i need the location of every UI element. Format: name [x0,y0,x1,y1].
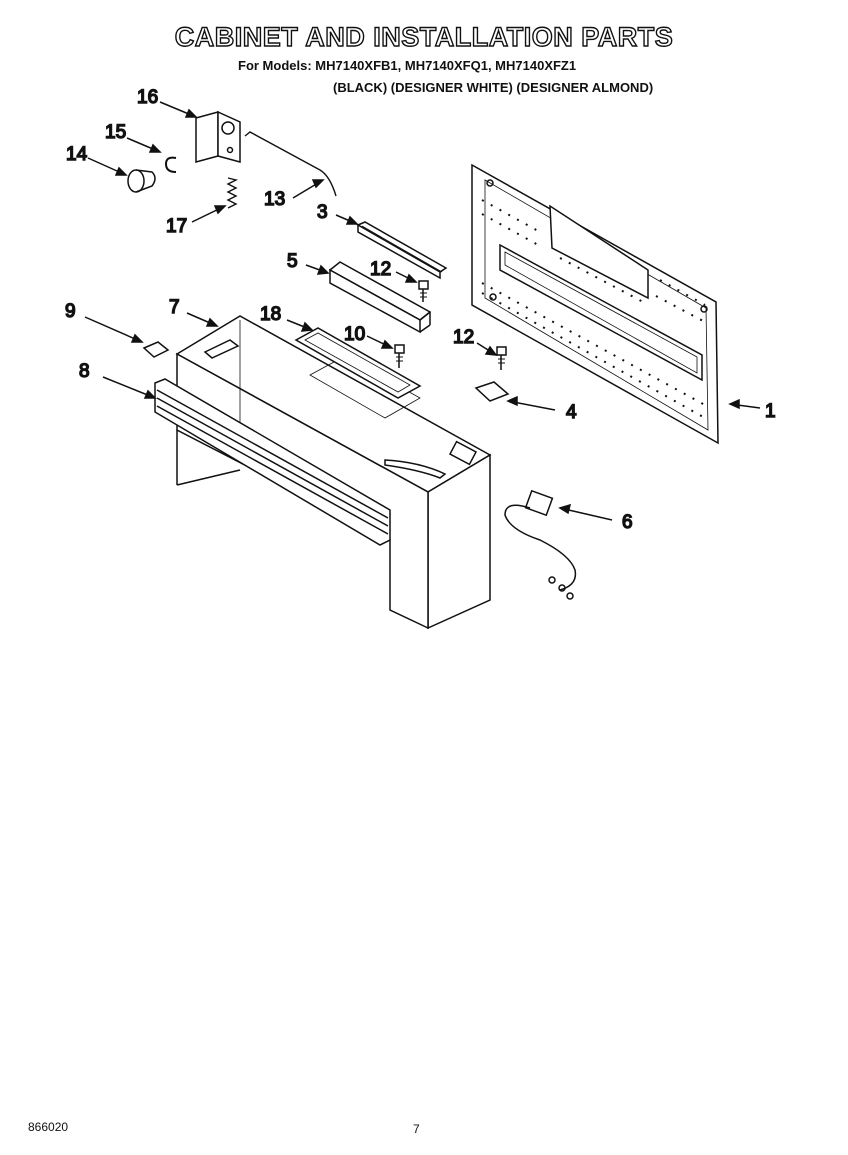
part-spring [226,177,239,209]
callout-17: 17 [166,216,187,237]
callout-1: 1 [765,401,776,422]
part-thermal-cutoff [504,489,577,600]
callout-9: 9 [65,301,76,322]
part-clip [474,381,510,402]
part-small-clip [142,341,170,358]
part-knob [127,169,156,193]
part-clip-ring [164,156,177,173]
page-number: 7 [413,1122,420,1136]
callout-7: 7 [169,297,180,318]
callout-6: 6 [622,512,633,533]
part-grille [154,378,391,546]
callout-12a: 12 [370,259,391,280]
callout-5: 5 [287,251,298,272]
part-screw-lower [496,346,507,370]
callout-13: 13 [264,189,285,210]
callout-16: 16 [137,87,158,108]
callout-3: 3 [317,202,328,223]
models-line: For Models: MH7140XFB1, MH7140XFQ1, MH71… [238,58,577,73]
part-top-cover [294,327,422,399]
doc-number: 866020 [28,1120,69,1134]
part-screw-upper [418,280,429,302]
part-mounting-plate [471,163,719,445]
callout-10: 10 [344,324,365,345]
callout-18: 18 [260,304,281,325]
callout-4: 4 [566,402,577,423]
part-vent-strip [356,221,448,280]
callout-12b: 12 [453,327,474,348]
part-cabinet [175,315,492,630]
page-title: CABINET AND INSTALLATION PARTS [174,21,674,52]
part-rod [244,131,337,197]
part-screw-10 [394,344,405,368]
part-bracket-channel [328,261,432,334]
leader-lines [84,101,761,521]
callout-14: 14 [66,144,88,165]
part-hinge-bracket [195,110,241,163]
callout-8: 8 [79,361,90,382]
callout-15: 15 [105,122,126,143]
colors-line: (BLACK) (DESIGNER WHITE) (DESIGNER ALMON… [333,80,654,95]
